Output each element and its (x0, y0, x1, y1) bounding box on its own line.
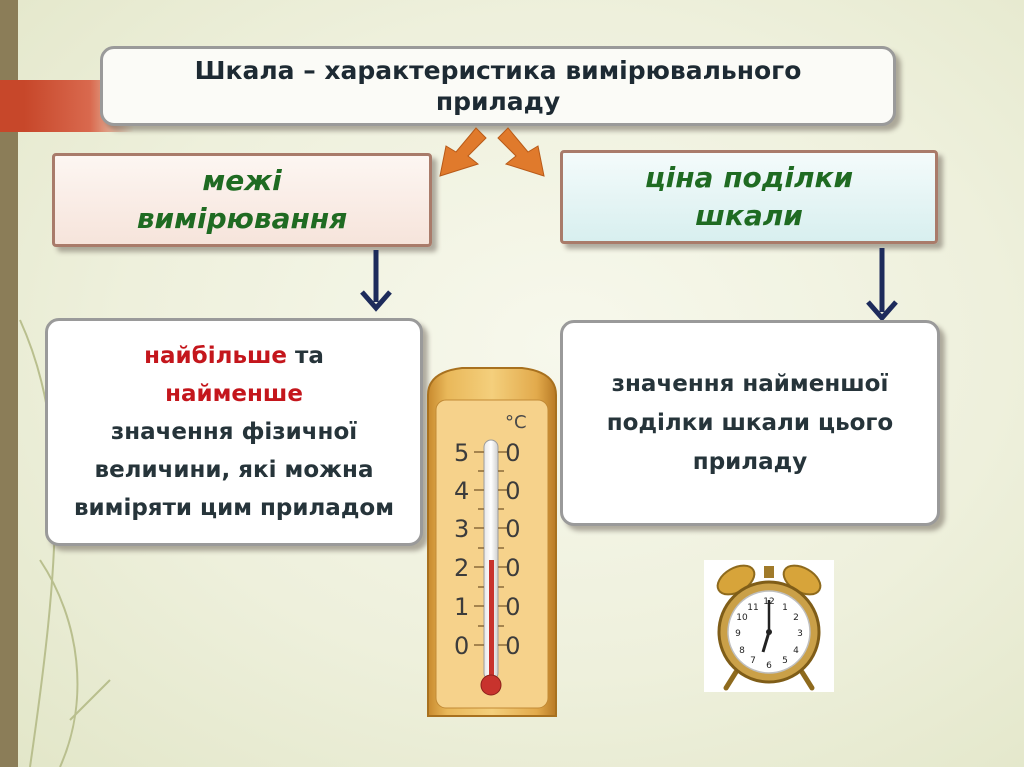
svg-text:5: 5 (782, 656, 788, 666)
svg-text:9: 9 (735, 629, 741, 639)
svg-text:7: 7 (750, 656, 756, 666)
svg-text:10: 10 (736, 613, 748, 623)
svg-text:2: 2 (793, 613, 799, 623)
svg-text:1: 1 (782, 603, 788, 613)
svg-text:3: 3 (797, 629, 803, 639)
svg-text:11: 11 (747, 603, 758, 613)
svg-text:6: 6 (766, 661, 772, 671)
svg-text:4: 4 (793, 646, 799, 656)
svg-text:8: 8 (739, 646, 745, 656)
